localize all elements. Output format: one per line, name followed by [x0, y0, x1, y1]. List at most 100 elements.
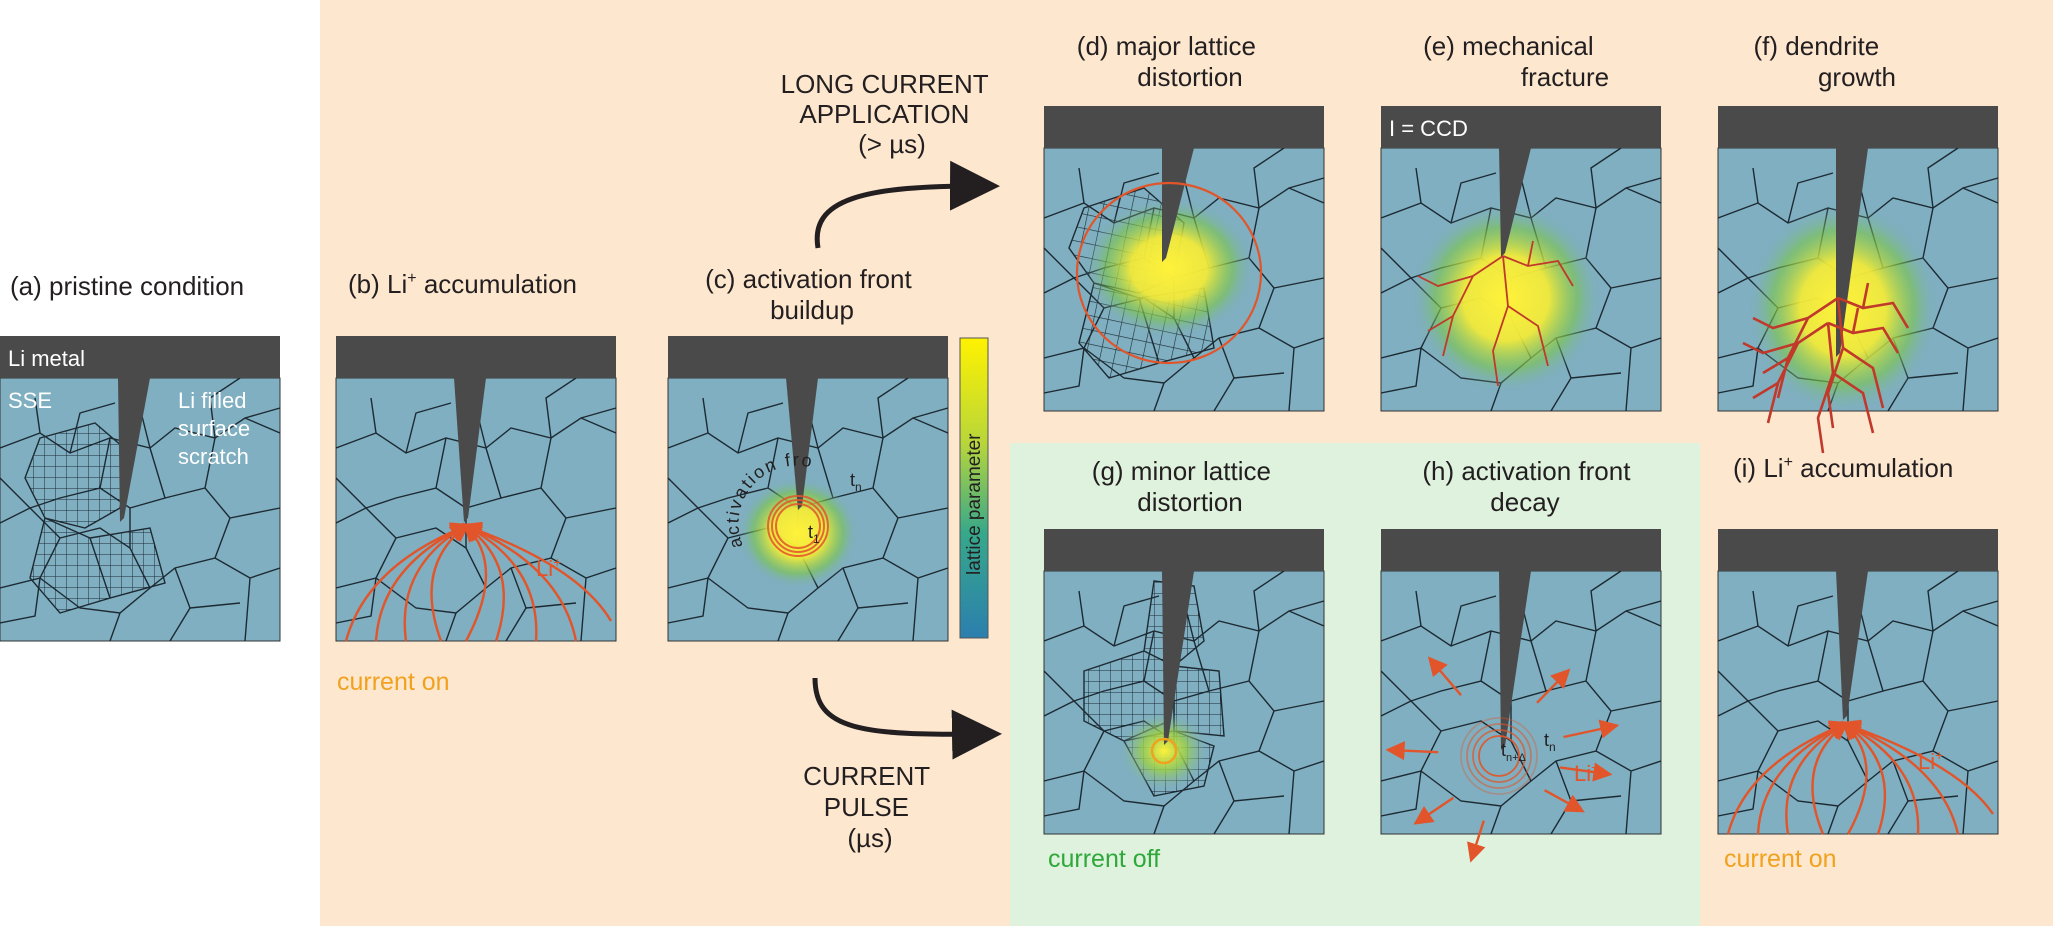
li-metal-layer [336, 336, 616, 378]
sse-label: SSE [8, 388, 52, 413]
panel-b-condition: current on [337, 668, 450, 696]
surface-scratch [1162, 148, 1194, 262]
li-metal-layer [1718, 106, 1998, 148]
distortion-boundary [1075, 181, 1263, 365]
grain-boundary [1043, 247, 1075, 279]
grain-boundary [1380, 670, 1412, 702]
crack-branch [1742, 341, 1799, 355]
grain-boundary [1193, 630, 1325, 782]
crack-branch [1826, 297, 1845, 429]
ion-flux-line [344, 522, 471, 642]
ion-flux-line [1756, 721, 1850, 835]
panel-i-title: (i) Li+ accumulation [1733, 453, 1953, 483]
t1-sub: 1 [813, 532, 820, 546]
colorbar [959, 337, 989, 639]
heat-glow [738, 478, 858, 588]
tn-delta-symbol: t [1501, 740, 1506, 760]
grain-boundary [667, 577, 909, 624]
decaying-front-ring [1460, 717, 1538, 795]
crack-branch [1492, 255, 1509, 387]
ion-label: Li+ [1918, 747, 1943, 774]
panel-b-title: (b) Li+ accumulation [348, 269, 577, 299]
panel-g-minor-distortion [1043, 529, 1325, 835]
grain-network [1380, 570, 1662, 835]
ion-charge: + [1591, 759, 1599, 775]
ion-escape-arrow [1544, 789, 1585, 813]
ion-flux-line [1811, 721, 1849, 835]
arrow-long-label: LONG CURRENT APPLICATION (> µs) [781, 69, 996, 159]
ion-escape-arrow [1563, 719, 1620, 739]
surface-scratch [1162, 571, 1194, 745]
surface-scratch [118, 378, 150, 522]
grain-boundary [1043, 670, 1075, 702]
heat-glow [1411, 203, 1601, 393]
crack-branch [1851, 307, 1860, 334]
crack-branch [1502, 255, 1574, 287]
arrow-current-pulse [812, 677, 1002, 760]
grain-boundary [485, 437, 617, 589]
time-tn: tn [850, 470, 862, 494]
grain-boundary [667, 477, 699, 509]
decaying-front-ring [1478, 735, 1520, 777]
grain-boundary [0, 577, 241, 624]
panel-g-title: (g) minor lattice distortion [1092, 456, 1278, 517]
surface-scratch [786, 378, 818, 510]
crack-branch [1827, 321, 1900, 354]
ion-symbol: Li [1918, 749, 1935, 774]
grain-boundary [149, 437, 281, 589]
grain-boundary [1717, 247, 1749, 279]
time-tn: tn [1544, 730, 1556, 754]
ion-escape-arrow [1427, 656, 1462, 696]
ion-charge: + [553, 554, 561, 570]
activation-front-ring [775, 503, 821, 549]
scratch-label-line: scratch [178, 444, 249, 469]
ion-flux-line [461, 521, 613, 622]
crack-branch [1527, 240, 1534, 267]
activation-front-ring [767, 495, 829, 557]
panel-h-title: (h) activation front decay [1422, 456, 1637, 517]
ion-escape-arrow [1385, 741, 1439, 761]
ion-label: Li+ [1574, 759, 1599, 786]
ion-flux-line [1840, 719, 1994, 815]
crack-branch [1762, 356, 1789, 375]
grain-boundary [1867, 630, 1999, 782]
small-activation-ring [1150, 737, 1178, 765]
decaying-front-ring [1466, 723, 1532, 789]
t1-symbol: t [808, 522, 813, 542]
panel-i-accumulation: Li+ [1717, 529, 1999, 835]
surface-scratch [1836, 571, 1868, 720]
surface-scratch [454, 378, 486, 522]
panel-g-condition: current off [1048, 845, 1160, 873]
li-metal-layer [1381, 529, 1661, 571]
panel-f-title: (f) dendrite growth [1754, 31, 1897, 92]
crack-branch [1837, 296, 1910, 329]
scratch-label-line: Li filled [178, 388, 246, 413]
surface-scratch [1499, 571, 1531, 750]
grain-boundary [0, 477, 31, 509]
ion-flux-line [374, 523, 471, 642]
crack-branch [1776, 296, 1839, 399]
grain-boundary [1380, 347, 1622, 394]
panel-e-fracture: I = CCD [1380, 106, 1662, 412]
panel-a-title: (a) pristine condition [10, 271, 244, 301]
panel-d-title: (d) major lattice distortion [1077, 31, 1263, 92]
grain-network [1717, 570, 1999, 835]
crack-branch [1752, 381, 1779, 400]
crack-branch [1752, 316, 1809, 330]
li-metal-layer [0, 336, 280, 378]
panel-e-title: (e) mechanical fracture [1423, 31, 1609, 92]
ion-escape-arrow [1467, 820, 1486, 863]
surface-scratch [1499, 148, 1531, 257]
crack-branch [1861, 282, 1870, 309]
time-tn-delta: tn+Δ [1501, 740, 1527, 764]
current-ccd-label: I = CCD [1389, 116, 1468, 141]
li-metal-layer [668, 336, 948, 378]
crack-branch [1507, 305, 1549, 367]
heat-glow [1084, 198, 1254, 338]
panel-i-condition: current on [1724, 845, 1837, 873]
panel-f-dendrite [1717, 106, 1999, 454]
colorbar-label: lattice parameter [964, 433, 985, 575]
